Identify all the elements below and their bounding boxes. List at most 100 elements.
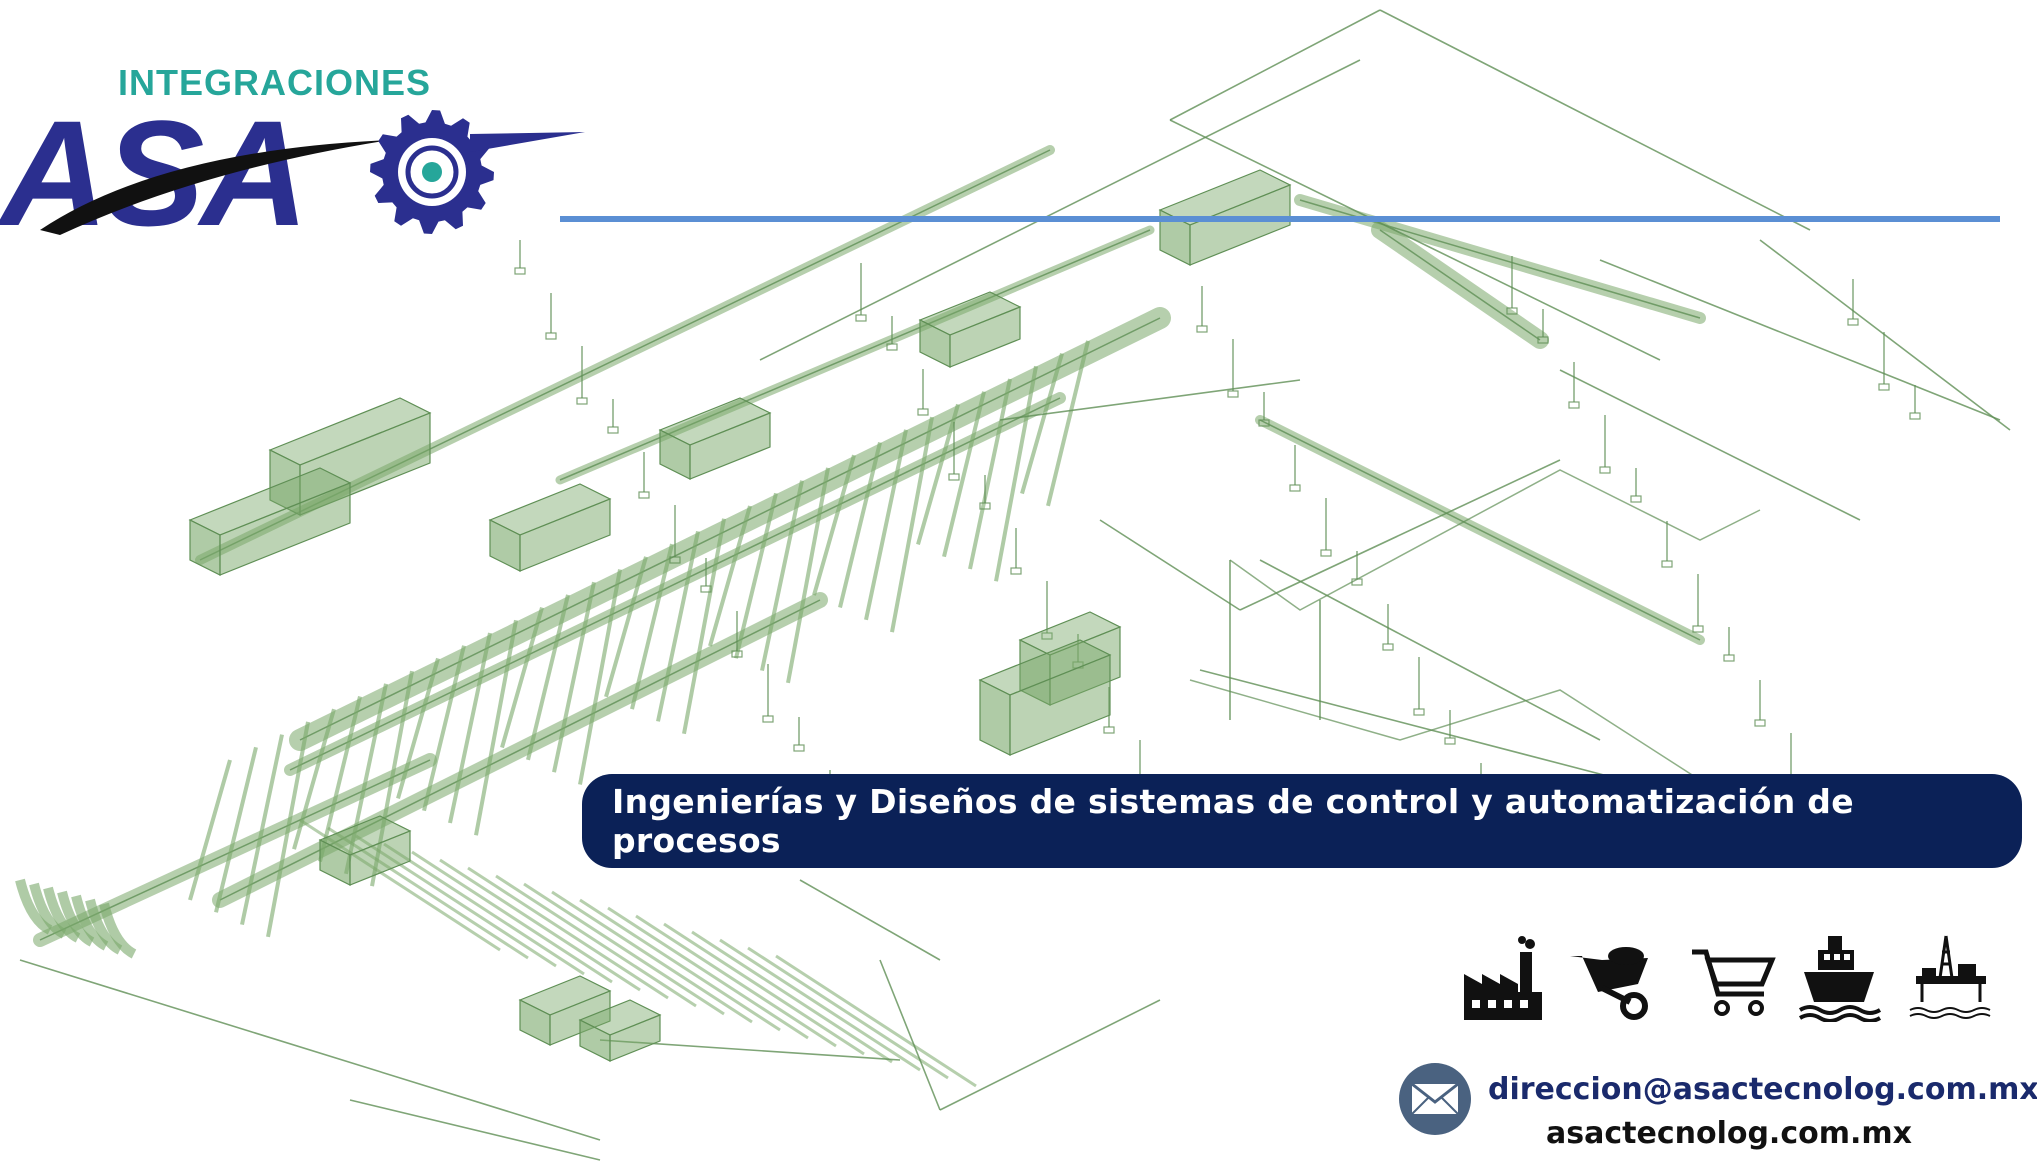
- drawing-drop-cap: [607, 426, 619, 434]
- drawing-thin-line: [1259, 559, 1601, 741]
- drawing-branch-pipe: [968, 378, 1012, 570]
- drawing-pipe-edge: [299, 317, 1161, 741]
- email-link[interactable]: direccion@asactecnolog.com.mx: [1488, 1072, 2037, 1107]
- drawing-thin-line: [1169, 9, 1381, 121]
- drawing-drop-cap: [1723, 654, 1735, 662]
- drawing-thin-line: [1239, 459, 1561, 611]
- drawing-drop-cap: [917, 408, 929, 416]
- gear-compass-ring: [405, 145, 459, 199]
- drawing-drop-cap: [669, 556, 681, 564]
- drawing-branch-pipe: [682, 518, 726, 735]
- drawing-branch-pipe: [552, 581, 596, 773]
- drawing-thin-line: [1169, 119, 1661, 361]
- drawing-equipment-front: [689, 412, 771, 480]
- drawing-branch-pipe: [214, 746, 258, 913]
- drawing-drop-cap: [979, 502, 991, 510]
- tagline-banner: Ingenierías y Diseños de sistemas de con…: [582, 774, 2022, 868]
- drawing-drop-cap: [700, 585, 712, 593]
- drawing-branch-pipe: [630, 543, 674, 710]
- drawing-branch-pipe: [292, 708, 336, 850]
- drawing-branch-pipe: [734, 492, 778, 659]
- drawing-branch-pipe: [526, 594, 570, 761]
- drawing-drop-cap: [545, 332, 557, 340]
- drawing-elbow: [71, 894, 109, 951]
- drawing-branch-pipe: [579, 898, 781, 1032]
- drawing-elbow: [85, 898, 123, 955]
- drawing-drop-cap: [1320, 549, 1332, 557]
- drawing-branch-pipe: [890, 416, 934, 633]
- factory-icon: [1464, 936, 1542, 1020]
- website-link[interactable]: asactecnolog.com.mx: [1546, 1116, 1912, 1151]
- drawing-pipe-edge: [1259, 419, 1701, 641]
- oil-rig-icon: [1909, 935, 1991, 1019]
- drawing-equipment-front: [1009, 654, 1111, 756]
- drawing-drop-cap: [1878, 383, 1890, 391]
- drawing-branch-pipe: [523, 882, 725, 1016]
- gear-icon: [370, 110, 494, 234]
- drawing-drop-cap: [1909, 412, 1921, 420]
- drawing-branch-pipe: [604, 556, 648, 698]
- logo-wing: [470, 132, 585, 152]
- drawing-branch-pipe: [495, 874, 697, 1008]
- drawing-branch-pipe: [448, 632, 492, 824]
- drawing-branch-pipe: [299, 818, 501, 952]
- drawing-branch-pipe: [916, 403, 960, 545]
- drawing-drop-cap: [1196, 325, 1208, 333]
- drawing-branch-pipe: [500, 607, 544, 749]
- drawing-branch-pipe: [994, 365, 1038, 582]
- drawing-drop-cap: [1258, 419, 1270, 427]
- drawing-drop-cap: [576, 397, 588, 405]
- drawing-elbow: [29, 882, 67, 939]
- drawing-branch-pipe: [1046, 340, 1090, 507]
- drawing-equipment-front: [949, 306, 1021, 368]
- drawing-slab-outline: [1189, 679, 1701, 781]
- drawing-branch-pipe: [635, 914, 837, 1048]
- drawing-drop-cap: [1289, 484, 1301, 492]
- logo-swoosh: [40, 140, 390, 235]
- drawing-thin-line: [999, 379, 1301, 421]
- drawing-drop-cap: [1382, 643, 1394, 651]
- drawing-drop-cap: [1227, 390, 1239, 398]
- drawing-branch-pipe: [188, 759, 232, 901]
- drawing-drop-cap: [1041, 632, 1053, 640]
- drawing-thin-line: [1099, 519, 1241, 611]
- tagline-text: Ingenierías y Diseños de sistemas de con…: [612, 782, 1854, 860]
- drawing-drop-cap: [886, 343, 898, 351]
- drawing-drop-cap: [731, 650, 743, 658]
- drawing-drop-cap: [1413, 708, 1425, 716]
- drawing-branch-pipe: [747, 946, 949, 1080]
- drawing-thin-line: [19, 959, 601, 1141]
- drawing-slab-outline: [1229, 469, 1761, 611]
- drawing-drop-cap: [1630, 495, 1642, 503]
- drawing-elbow: [57, 890, 95, 947]
- drawing-branch-pipe: [578, 569, 622, 785]
- drawing-drop-cap: [762, 715, 774, 723]
- drawing-drop-cap: [948, 473, 960, 481]
- drawing-branch-pipe: [942, 391, 986, 558]
- logo-top-word: INTEGRACIONES: [118, 62, 432, 103]
- drawing-thin-line: [759, 59, 1361, 361]
- shopping-cart-icon: [1692, 949, 1776, 1016]
- drawing-branch-pipe: [551, 890, 753, 1024]
- drawing-thin-line: [349, 1099, 601, 1161]
- drawing-drop-cap: [1506, 307, 1518, 315]
- drawing-pipe-edge: [559, 229, 1151, 481]
- drawing-thin-line: [1559, 369, 1861, 521]
- drawing-drop-cap: [514, 267, 526, 275]
- drawing-drop-cap: [855, 314, 867, 322]
- drawing-thin-line: [1599, 259, 2001, 421]
- drawing-pipe-edge: [1379, 229, 1541, 341]
- drawing-drop-cap: [1010, 567, 1022, 575]
- drawing-drop-cap: [1692, 625, 1704, 633]
- drawing-drop-cap: [1103, 726, 1115, 734]
- drawing-branch-pipe: [318, 696, 362, 862]
- drawing-thin-line: [939, 999, 1161, 1111]
- drawing-branch-pipe: [240, 734, 284, 926]
- drawing-branch-pipe: [812, 454, 856, 596]
- drawing-drop-cap: [1661, 560, 1673, 568]
- drawing-branch-pipe: [327, 826, 529, 960]
- drawing-elbow: [43, 886, 81, 943]
- gear-compass-center: [422, 162, 442, 182]
- header-rule: [560, 216, 2000, 222]
